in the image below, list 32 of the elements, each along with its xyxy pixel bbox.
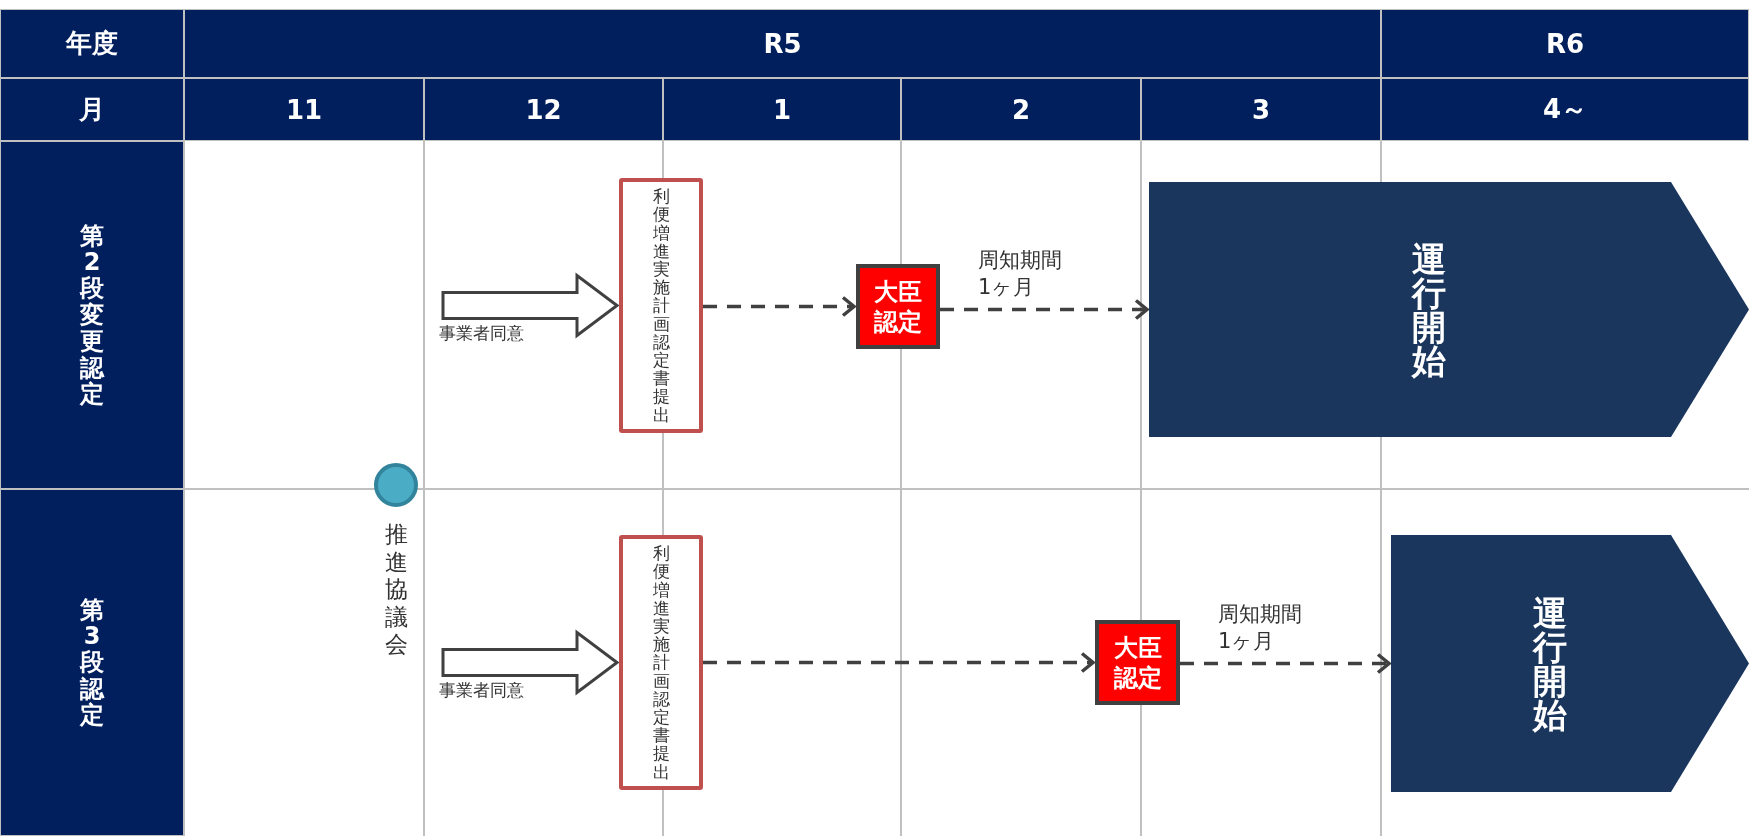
row-header: 第3段認定: [0, 489, 184, 836]
block-arrow: [441, 272, 620, 339]
approval-box: 大臣認定: [1095, 620, 1180, 705]
column-header: 2: [901, 78, 1141, 141]
column-header: 年度: [0, 9, 184, 78]
column-header: 4～: [1381, 78, 1749, 141]
dashed-arrow: [703, 295, 856, 318]
row-header: 第2段変更認定: [0, 141, 184, 489]
column-header: 月: [0, 78, 184, 141]
document-box: 利便増進実施計画認定書提出: [619, 178, 703, 433]
column-header: R5: [184, 9, 1381, 78]
dashed-arrow: [1180, 652, 1391, 675]
pentagon-arrow: [1391, 535, 1749, 792]
block-arrow: [441, 629, 620, 696]
column-header: 3: [1141, 78, 1381, 141]
column-header: 11: [184, 78, 424, 141]
edge-label: 事業者同意: [439, 321, 524, 344]
milestone-circle: [374, 463, 418, 507]
column-header: 12: [424, 78, 663, 141]
node-label: 運行開始: [1531, 595, 1569, 732]
column-header: R6: [1381, 9, 1749, 78]
pentagon-arrow: [1149, 182, 1749, 437]
approval-box: 大臣認定: [856, 264, 940, 349]
edge-label: 周知期間1ヶ月: [978, 246, 1063, 302]
milestone-label: 推進協議会: [383, 521, 409, 659]
edge-label: 周知期間1ヶ月: [1218, 600, 1303, 656]
dashed-arrow: [703, 651, 1095, 674]
document-box: 利便増進実施計画認定書提出: [619, 535, 703, 790]
dashed-arrow: [940, 298, 1149, 321]
node-label: 運行開始: [1410, 241, 1448, 378]
edge-label: 事業者同意: [439, 678, 524, 701]
column-header: 1: [663, 78, 901, 141]
